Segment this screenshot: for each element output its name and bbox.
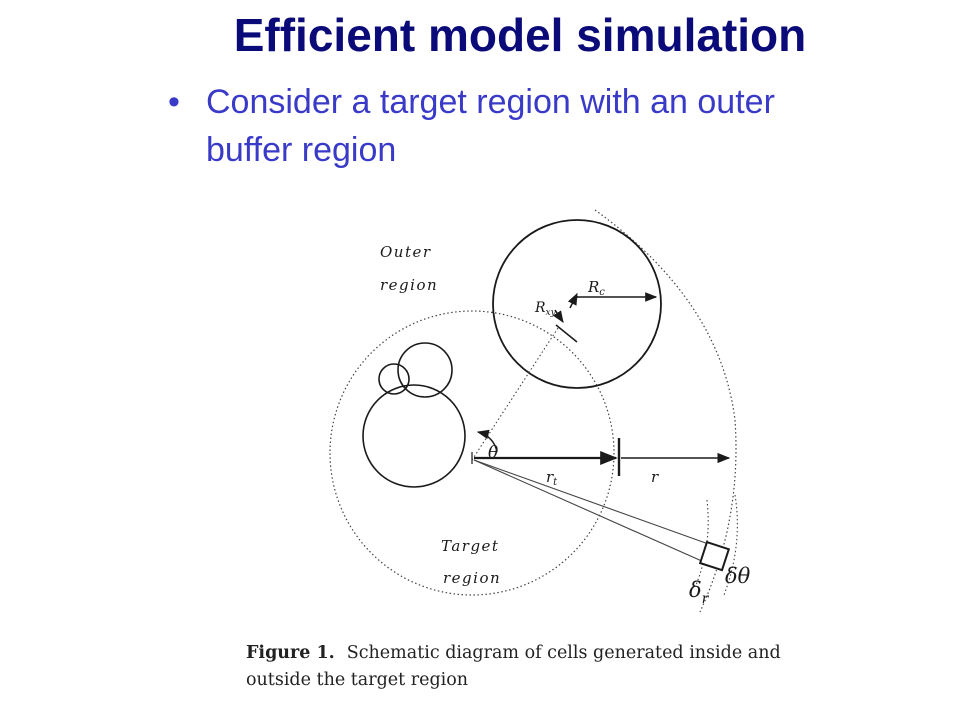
target-region-label-2: region <box>443 569 501 587</box>
rxy-arrow-down <box>553 309 564 323</box>
figure-caption-label: Figure 1. <box>246 643 335 663</box>
rxy-tick <box>555 324 578 343</box>
rxy-arrow-up <box>567 292 578 309</box>
delta-r-label: δr <box>689 578 710 607</box>
schematic-figure: Outer region Target region θ rt r Rc Rxy… <box>300 195 760 615</box>
cell-circle-outer <box>492 219 662 389</box>
bullet-item: • Consider a target region with an outer… <box>168 78 868 174</box>
delta-theta-label: δθ <box>725 564 751 588</box>
cell-circle-small <box>378 363 410 395</box>
area-element-box <box>698 540 731 572</box>
ray-lower <box>473 459 705 563</box>
target-region-label-1: Target <box>441 537 499 555</box>
ray-upper <box>473 459 715 547</box>
rxy-label: Rxy <box>534 300 557 318</box>
figure-caption: Figure 1.Schematic diagram of cells gene… <box>246 640 846 694</box>
rc-label: Rc <box>587 278 605 298</box>
outer-region-label-2: region <box>380 276 438 294</box>
bullet-dot-icon: • <box>168 83 180 121</box>
center-to-cell-dotted-line <box>471 327 559 461</box>
theta-label: θ <box>488 443 498 463</box>
slide-title: Efficient model simulation <box>233 9 807 61</box>
r-label: r <box>651 468 659 486</box>
theta-arc <box>476 429 498 453</box>
bullet-text: Consider a target region with an outer b… <box>206 83 775 169</box>
outer-region-label-1: Outer <box>380 243 432 261</box>
cell-circle-medium <box>397 342 453 398</box>
figure-caption-text: Schematic diagram of cells generated ins… <box>246 643 781 690</box>
schematic-diagram: Outer region Target region θ rt r Rc Rxy… <box>329 209 751 613</box>
outer-region-arc <box>594 209 737 613</box>
delta-r-inner-arc <box>695 499 709 586</box>
rt-label: rt <box>546 468 558 488</box>
cell-circle-large <box>362 384 466 488</box>
